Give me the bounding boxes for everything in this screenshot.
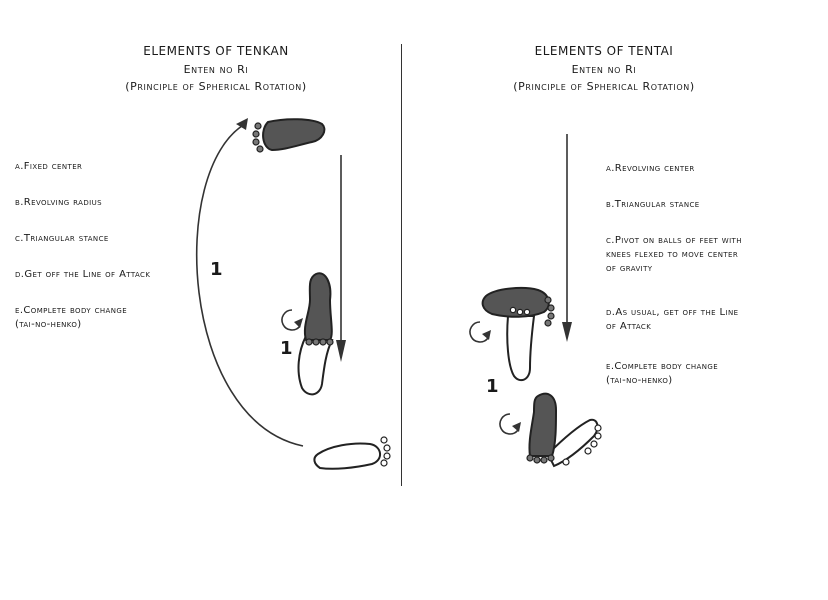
- tentai-item-a: a.Revolving center: [606, 163, 695, 174]
- tenkan-pivot-arrow: [281, 309, 301, 331]
- panel-divider: [401, 44, 402, 486]
- tenkan-foot-top: [252, 118, 326, 153]
- tentai-elements-list: a.Revolving center b.Triangular stance c…: [606, 162, 816, 402]
- tenkan-pivot-arrowhead: [294, 318, 303, 328]
- tenkan-step-label-2: 1: [280, 338, 293, 359]
- tenkan-item-d: d.Get off the Line of Attack: [15, 269, 151, 280]
- tentai-pivot-arrowhead-lower: [512, 422, 521, 432]
- tenkan-curved-path: [195, 123, 304, 447]
- tentai-step-label: 1: [486, 376, 499, 397]
- tenkan-foot-bottom: [313, 436, 391, 470]
- tenkan-straight-arrowhead: [336, 340, 346, 362]
- tentai-footwork: [469, 134, 602, 468]
- tentai-foot-upper: [481, 287, 555, 382]
- tentai-foot-lower: [526, 392, 602, 468]
- tenkan-curved-arrowhead: [236, 118, 248, 130]
- tenkan-elements-list: a.Fixed center b.Revolving radius c.Tria…: [15, 160, 215, 360]
- tentai-straight-arrowhead: [562, 322, 572, 342]
- tenkan-footwork: [195, 118, 391, 470]
- tenkan-step-label-1: 1: [210, 259, 223, 280]
- tentai-item-e: e.Complete body change(tai-no-henko): [606, 361, 719, 386]
- tenkan-foot-middle: [297, 272, 334, 396]
- tentai-subtitle: Enten no Ri: [571, 63, 637, 76]
- tentai-panel: ELEMENTS OF TENTAI Enten no Ri (Principl…: [404, 0, 828, 600]
- tenkan-title: ELEMENTS OF TENKAN: [143, 44, 289, 58]
- tenkan-subtitle-principle: (Principle of Spherical Rotation): [125, 80, 307, 93]
- tentai-item-b: b.Triangular stance: [606, 199, 700, 210]
- tentai-title: ELEMENTS OF TENTAI: [534, 44, 674, 58]
- tenkan-subtitle: Enten no Ri: [183, 63, 249, 76]
- tenkan-item-c: c.Triangular stance: [15, 233, 109, 244]
- tenkan-panel: ELEMENTS OF TENKAN Enten no Ri (Principl…: [0, 0, 400, 600]
- tenkan-item-e: e.Complete body change(tai-no-henko): [15, 305, 128, 330]
- tenkan-item-b: b.Revolving radius: [15, 197, 102, 208]
- tentai-pivot-arrowhead-upper: [482, 330, 491, 340]
- tenkan-item-a: a.Fixed center: [15, 161, 83, 172]
- tentai-pivot-arrow-lower: [499, 413, 519, 435]
- tentai-pivot-arrow-upper: [469, 321, 489, 343]
- tentai-subtitle-principle: (Principle of Spherical Rotation): [513, 80, 695, 93]
